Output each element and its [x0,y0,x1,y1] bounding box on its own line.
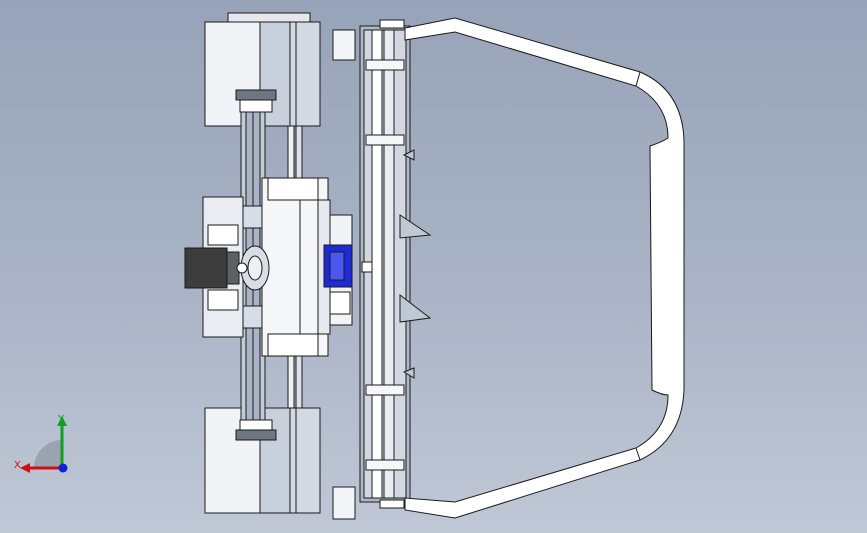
y-axis-label: Y [57,414,65,425]
scraper-blades [399,149,432,379]
x-axis-label: X [14,460,21,471]
blue-actuator [323,214,353,326]
x-axis-arrow [20,463,30,473]
y-axis-arrow [57,416,67,426]
triad-sphere [34,440,62,468]
gearbox-housing [202,177,331,357]
roller-frame [359,19,411,509]
drive-motor [184,245,270,291]
z-axis-dot [58,463,68,473]
spacer-blocks [332,29,356,520]
axis-triad: Y X [14,414,68,473]
curved-handle[interactable] [404,17,685,519]
